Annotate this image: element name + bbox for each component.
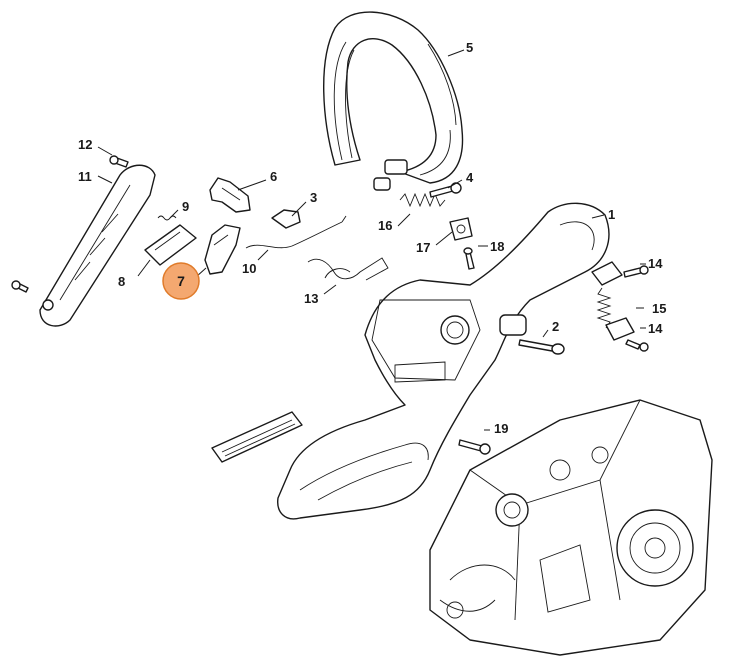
leader-lines [97,49,646,431]
throttle-plate-part [144,224,197,266]
callout-7: 7 [177,273,185,289]
handle-cover-part [39,164,156,327]
screw-12-part [109,155,129,168]
screw-19-part [458,439,491,455]
callout-3: 3 [310,190,317,205]
buffer-spring-part [591,261,635,341]
wire-clip-part [307,257,389,281]
callout-9: 9 [182,199,189,214]
callout-12: 12 [78,137,92,152]
rear-handle-housing-part [277,202,610,520]
bushing-part [449,217,473,241]
callout-labels: 1 2 3 4 5 6 7 8 9 10 11 12 13 14 15 14 1… [78,40,666,436]
callout-15: 15 [652,301,666,316]
handlebar-part [323,11,464,191]
bolt-4-part [429,182,462,198]
spring-9-part [157,215,177,221]
callout-17: 17 [416,240,430,255]
callout-14b: 14 [648,321,663,336]
callout-6: 6 [270,169,277,184]
screw-14b-part [625,339,649,352]
callout-11: 11 [78,169,92,184]
screw-left-part [11,280,29,293]
callout-4: 4 [466,170,474,185]
callout-13: 13 [304,291,318,306]
highlight-circle [162,262,200,300]
throttle-rod-part [245,215,347,249]
callout-19: 19 [494,421,508,436]
callout-10: 10 [242,261,256,276]
callout-8: 8 [118,274,125,289]
callout-1: 1 [608,207,615,222]
bolt-part [518,339,565,355]
callout-18: 18 [490,239,504,254]
handle-plate-part [211,411,303,463]
throttle-trigger-part [204,224,241,275]
screw-14a-part [623,265,649,278]
spring-16-part [399,192,446,208]
callout-5: 5 [466,40,473,55]
callout-14a: 14 [648,256,663,271]
screw-18-part [463,247,475,270]
interlock-lever-part [209,177,251,213]
callout-2: 2 [552,319,559,334]
callout-16: 16 [378,218,392,233]
engine-block-part [429,399,713,656]
callout-7-highlight[interactable]: 7 [162,262,200,300]
